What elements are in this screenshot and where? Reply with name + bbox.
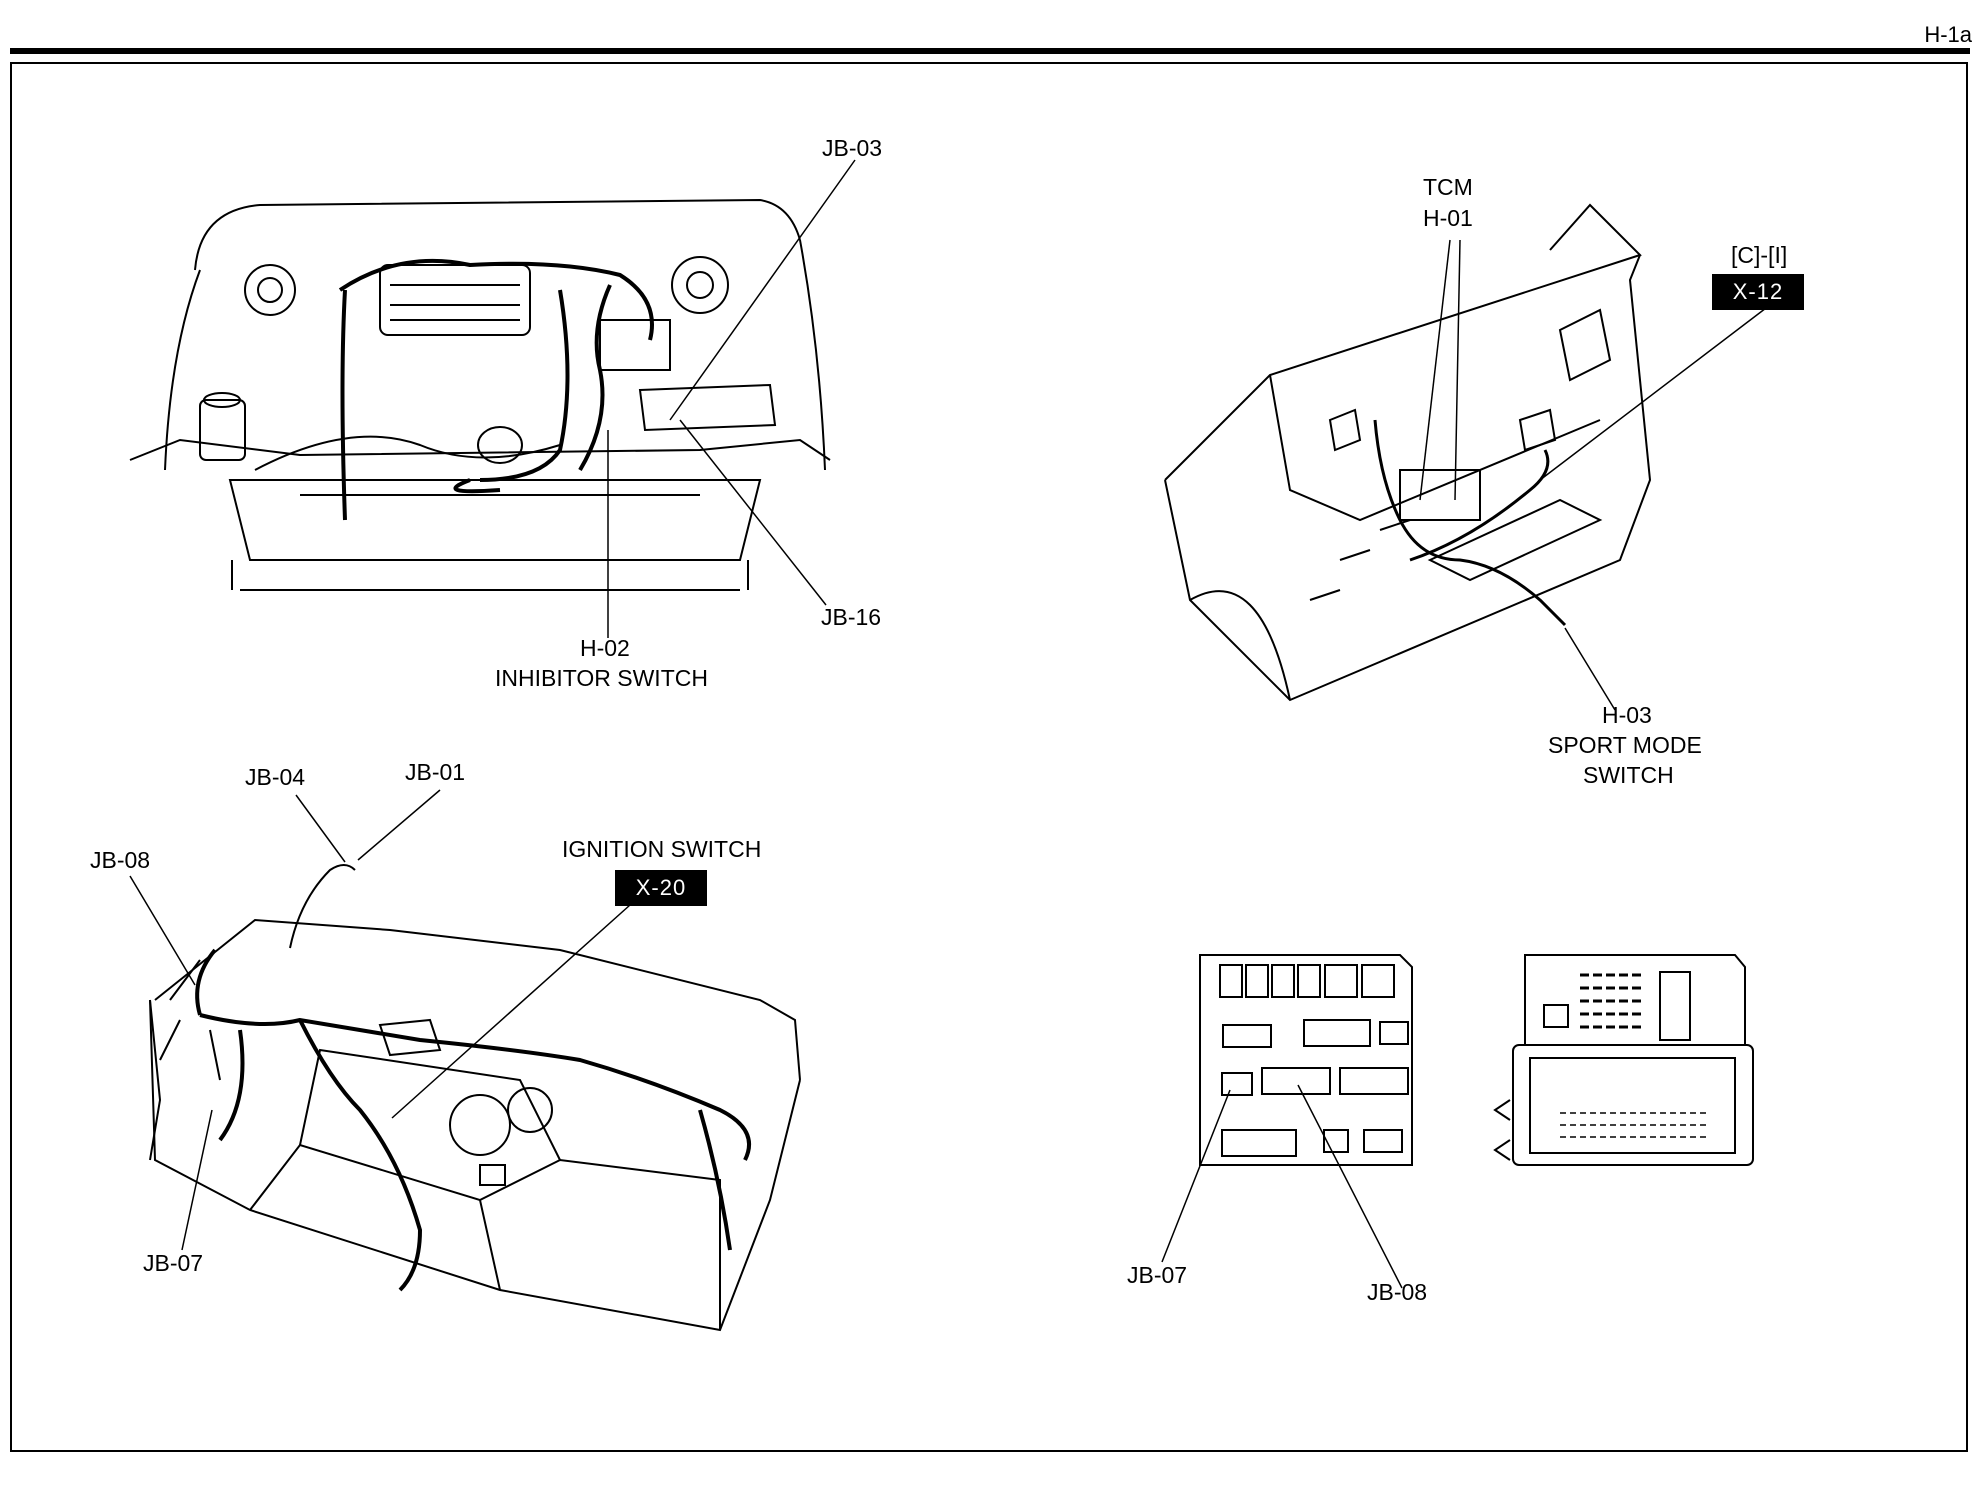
dashboard-leader-lines <box>129 789 631 1251</box>
connector-ref-label: [C]-[I] <box>1731 242 1788 268</box>
dashboard-thin-wires <box>159 864 356 1081</box>
junction-box-rear-slots <box>1580 973 1645 1029</box>
engine-leader-lines <box>607 159 856 638</box>
h01-code-label: H-01 <box>1423 205 1473 231</box>
junction-box-rear <box>1493 954 1754 1166</box>
console-drawing <box>1164 203 1652 702</box>
sport-mode-label: SPORT MODE <box>1548 732 1702 758</box>
jb08-label: JB-08 <box>90 847 151 873</box>
dashboard-drawing <box>149 918 801 1332</box>
h03-code-label: H-03 <box>1602 702 1652 728</box>
engine-bay-drawing <box>129 198 831 591</box>
junction-box-rear-dashed-fuses <box>1560 1112 1710 1138</box>
diagram-frame <box>10 62 1968 1452</box>
jb03-label: JB-03 <box>822 135 883 161</box>
x12-connector-tag: X-12 <box>1712 274 1804 310</box>
inhibitor-switch-label: INHIBITOR SWITCH <box>495 665 708 691</box>
console-leader-lines <box>1419 239 1771 711</box>
jb04-label: JB-04 <box>245 764 306 790</box>
junction-jb07-label: JB-07 <box>1127 1262 1188 1288</box>
junction-jb08-label: JB-08 <box>1367 1279 1428 1305</box>
x20-connector-tag: X-20 <box>615 870 707 906</box>
h02-code-label: H-02 <box>580 635 630 661</box>
jb16-label: JB-16 <box>821 604 882 630</box>
switch-label: SWITCH <box>1583 762 1674 788</box>
junction-box-front <box>1199 954 1413 1166</box>
jb01-label: JB-01 <box>405 759 466 785</box>
jb07-label: JB-07 <box>143 1250 204 1276</box>
dashboard-harness <box>195 948 751 1292</box>
page-code: H-1a <box>1924 22 1972 47</box>
ignition-switch-label: IGNITION SWITCH <box>562 836 762 862</box>
header-rule <box>10 48 1970 54</box>
tcm-label: TCM <box>1423 174 1473 200</box>
console-harness <box>1373 419 1567 627</box>
junction-box-front-leaders <box>1161 1084 1403 1289</box>
engine-harness <box>338 258 654 521</box>
